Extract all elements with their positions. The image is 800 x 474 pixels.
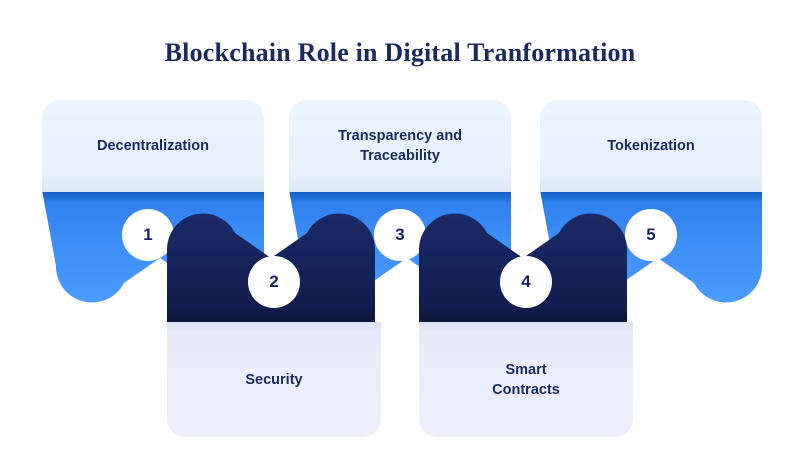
- step-label-4: Smart Contracts: [492, 361, 560, 398]
- step-label-2: Security: [245, 371, 303, 388]
- step-badge-circle-5: [625, 209, 677, 261]
- step-shape-4[interactable]: [418, 213, 633, 437]
- step-number-1: 1: [143, 225, 153, 244]
- step-number-2: 2: [269, 272, 279, 291]
- step-badge-circle-1: [122, 209, 174, 261]
- step-shape-2[interactable]: [166, 213, 381, 437]
- step-badge-circle-2: [248, 256, 300, 308]
- step-label-1: Decentralization: [97, 138, 209, 154]
- step-number-5: 5: [646, 225, 656, 244]
- step-card-4: [419, 322, 633, 437]
- step-number-4: 4: [521, 272, 531, 291]
- step-label-3: Transparency and Traceability: [337, 128, 463, 164]
- page-title: Blockchain Role in Digital Tranformation: [164, 38, 636, 67]
- step-card-1: [42, 100, 264, 192]
- step-label-5: Tokenization: [607, 138, 695, 154]
- step-badge-circle-3: [374, 209, 426, 261]
- step-card-5: [540, 100, 762, 192]
- step-card-2: [167, 322, 381, 437]
- step-badge-circle-4: [500, 256, 552, 308]
- step-number-3: 3: [395, 225, 405, 244]
- step-card-3: [289, 100, 511, 192]
